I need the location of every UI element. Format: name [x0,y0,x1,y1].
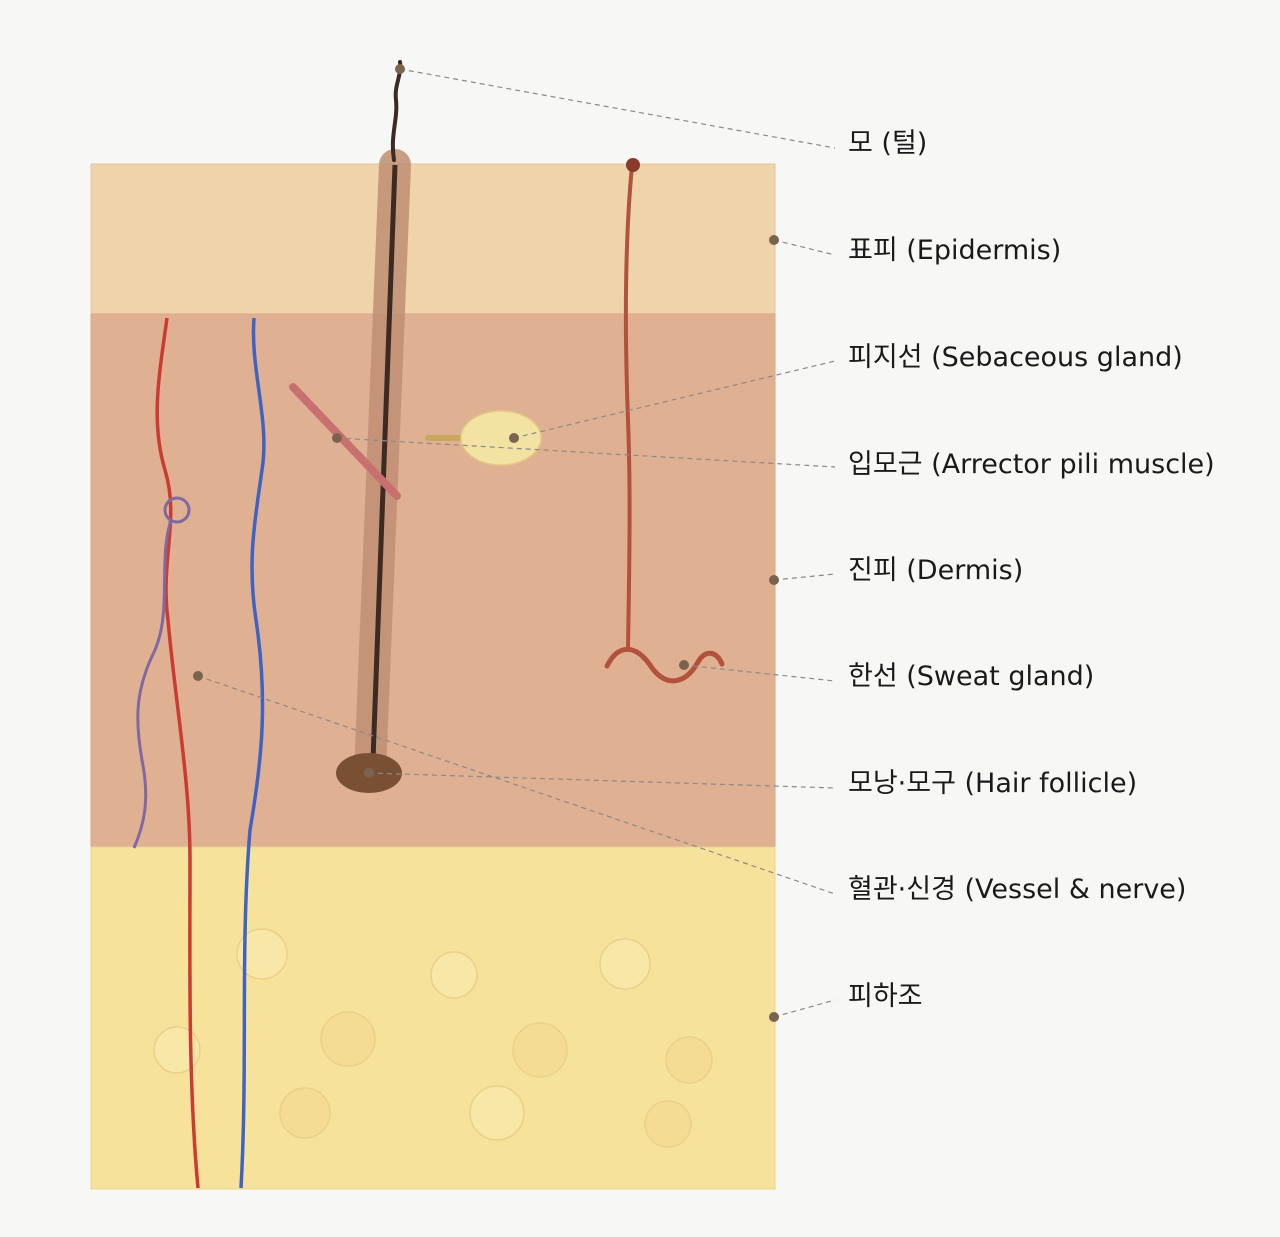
label-dermis: 진피 (Dermis) [848,555,1024,586]
nerve [132,519,173,849]
leader-line-subcutis [773,999,836,1018]
fat-cell [320,1011,376,1067]
dermis-layer [90,313,776,848]
label-hair-follicle: 모낭·모구 (Hair follicle) [848,768,1138,799]
label-sweat-gland: 한선 (Sweat gland) [848,661,1095,692]
leader-line-hair [399,68,836,149]
leader-lines [197,68,836,1018]
hair-shaft [370,164,398,761]
fat-cell [512,1022,568,1078]
label-epidermis: 표피 (Epidermis) [848,235,1062,266]
anchor-dot-follicle [364,768,374,778]
leader-line-vessel [197,675,836,895]
anchor-dot-sweat [679,660,689,670]
artery [155,317,200,1189]
anchor-dot-hair [395,64,405,74]
fat-cell [236,928,288,980]
vein [239,317,266,1189]
sweat-gland-coil [604,647,725,684]
anchor-dot-subcutis [769,1012,779,1022]
anchor-dot-vessel [193,671,203,681]
leader-line-epidermis [773,239,836,256]
leader-line-arrector [336,437,836,468]
fat-cell [153,1026,201,1074]
sebaceous-gland [460,410,542,466]
fat-cell [430,951,478,999]
label-hair: 모 (털) [848,128,928,159]
fat-cell [279,1087,331,1139]
leader-line-follicle [368,772,836,789]
label-vessel-nerve: 혈관·신경 (Vessel & nerve) [848,874,1187,905]
sweat-duct [623,164,634,650]
fat-cell [599,938,651,990]
sweat-pore [626,158,640,172]
fat-cell [665,1036,713,1084]
label-subcutis: 피하조 [848,981,923,1012]
anchor-dot-epidermis [769,235,779,245]
leader-line-dermis [773,573,836,581]
anchor-dots [193,64,779,1022]
label-sebaceous-gland: 피지선 (Sebaceous gland) [848,342,1183,373]
hair-strand [390,60,403,162]
label-arrector-pili-muscle: 입모근 (Arrector pili muscle) [848,449,1215,480]
arrector-pili-muscle [289,383,401,500]
fat-cells [153,928,713,1148]
leader-line-sebaceous [513,360,836,439]
anchor-dot-sebaceous [509,433,519,443]
fat-cell [469,1085,525,1141]
leader-line-sweat [683,664,836,682]
fat-cell [644,1100,692,1148]
nerve-loop [163,496,191,524]
anchor-dot-arrector [332,433,342,443]
anchor-dot-dermis [769,575,779,585]
epidermis-layer [90,163,776,315]
